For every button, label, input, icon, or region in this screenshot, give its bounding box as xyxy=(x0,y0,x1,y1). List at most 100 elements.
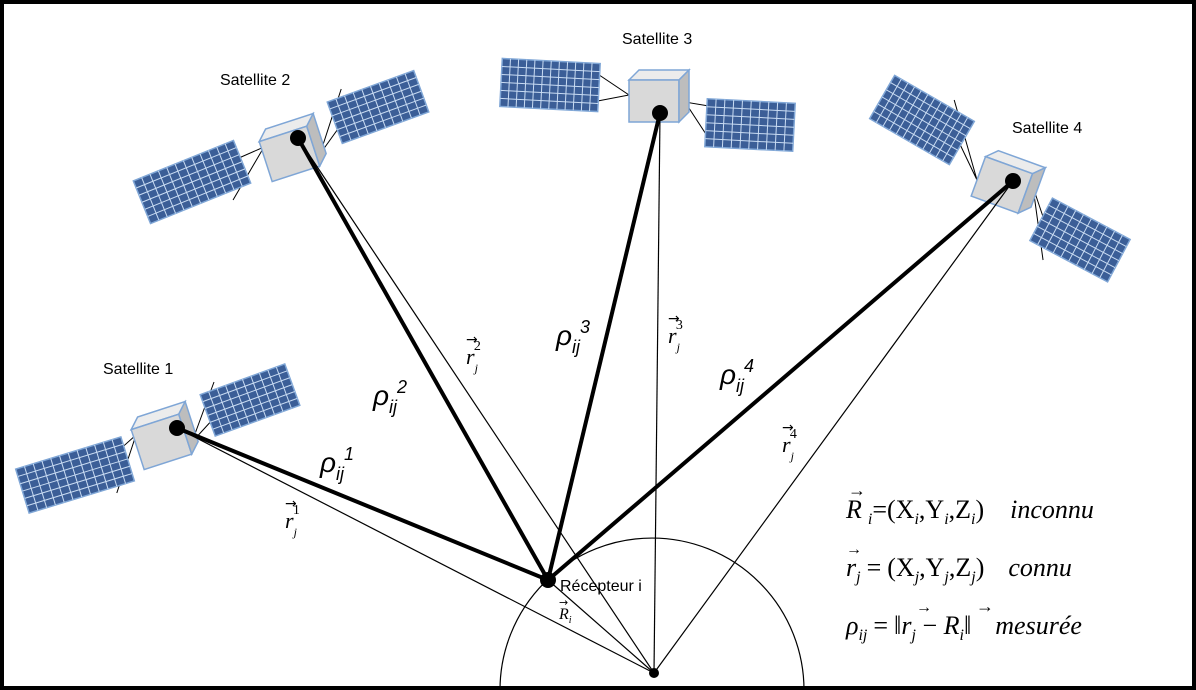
r-subscript: j xyxy=(675,340,681,354)
eq-norm-a: r xyxy=(901,611,912,640)
receiver-vector-subscript: i xyxy=(569,615,572,626)
r-symbol: r xyxy=(466,344,475,369)
panel-grid-line xyxy=(20,451,126,485)
eq-rhs-sub: i xyxy=(914,511,918,528)
r-symbol: r xyxy=(782,432,791,457)
panel-grid-line xyxy=(337,97,424,131)
panel-grid-line xyxy=(705,130,794,136)
r-vector-2-label: → rj2 xyxy=(466,332,481,375)
eq-word: connu xyxy=(1008,553,1072,582)
eq-rhs-part: ,Z xyxy=(949,495,971,524)
r-vector-line-3 xyxy=(653,112,661,674)
satellite-3-dot xyxy=(652,105,668,121)
rho-line-2 xyxy=(296,137,550,581)
receiver-dot xyxy=(540,572,556,588)
eq-rhs-part: (X xyxy=(887,495,915,524)
r-symbol: r xyxy=(285,508,294,533)
eq-lhs-sub: i xyxy=(868,511,872,528)
receiver-vector-line xyxy=(547,579,655,674)
rho-superscript: 1 xyxy=(344,444,354,464)
rho-symbol: ρ xyxy=(372,380,389,411)
eq-rhs-sub: j xyxy=(969,569,976,586)
range-lines xyxy=(169,105,1021,674)
panel-grid-line xyxy=(1033,233,1112,276)
eq-rhs-sub: i xyxy=(944,511,948,528)
r-vector-text: rj1 xyxy=(285,503,300,539)
satellite-2-icon xyxy=(132,69,430,225)
eq-rhs-part: (X xyxy=(887,553,915,582)
eq-rhs-part: ,Y xyxy=(919,553,945,582)
solar-panel-left xyxy=(499,57,601,113)
eq-lhs: ρ xyxy=(845,611,858,640)
panel-grid-line xyxy=(329,77,417,110)
r-superscript: 4 xyxy=(790,427,797,442)
arrow-icon: → xyxy=(848,480,866,500)
eq-norm-b-sub: i xyxy=(960,627,964,644)
rho-subscript: ij xyxy=(572,337,581,357)
arrow-icon: → xyxy=(466,332,478,348)
panel-grid-line xyxy=(1040,218,1120,262)
body-side xyxy=(305,111,327,169)
satellite-4-icon xyxy=(868,74,1132,283)
satellite-1-icon xyxy=(14,362,301,515)
panel-grid-line xyxy=(210,391,295,423)
rho-superscript: 4 xyxy=(744,356,754,376)
rho-1-label: ρij1 xyxy=(319,444,354,484)
satellite-2-label: Satellite 2 xyxy=(220,72,290,89)
rho-line-3 xyxy=(546,112,662,581)
eq-norm-a-sub: j xyxy=(909,627,916,644)
arrow-icon: → xyxy=(782,420,794,436)
panel-grid-line xyxy=(501,65,600,73)
r-superscript: 3 xyxy=(676,318,683,333)
earth-center-dot xyxy=(649,668,659,678)
panel-grid-line xyxy=(136,147,237,189)
eq-rhs-part: ) xyxy=(976,553,985,582)
panel-grid-line xyxy=(706,122,794,128)
r-symbol: r xyxy=(668,323,677,348)
panel-grid-line xyxy=(1037,225,1116,269)
panel-grid-line xyxy=(500,89,599,97)
arrow-icon: → xyxy=(846,541,862,558)
panel-grid-line xyxy=(334,90,422,124)
eq-word: inconnu xyxy=(1010,495,1094,524)
eq-rhs-part: ,Z xyxy=(949,553,971,582)
solar-panel-right xyxy=(704,97,796,153)
panel-grid-line xyxy=(890,82,971,129)
eq-rhs-part: ,Y xyxy=(919,495,945,524)
eq-norm: ‖ xyxy=(964,611,971,640)
satellite-1-label: Satellite 1 xyxy=(103,361,173,378)
arrow-icon: → xyxy=(559,596,568,609)
solar-panel-left xyxy=(132,139,252,225)
solar-panel-right xyxy=(199,362,301,438)
solar-panel-right xyxy=(326,69,430,145)
panel-grid-line xyxy=(138,154,240,196)
panel-grid-line xyxy=(332,83,419,117)
r-subscript: j xyxy=(473,361,479,375)
receiver-vector-text: Ri xyxy=(558,606,572,626)
panel-grid-line xyxy=(873,111,954,158)
panel-grid-line xyxy=(212,397,298,430)
r-subscript: j xyxy=(292,525,298,539)
eq-sign: = xyxy=(867,553,882,582)
eq-norm-b: R xyxy=(943,611,960,640)
rho-2-label: ρij2 xyxy=(372,377,407,417)
eq-rhs-sub: i xyxy=(971,511,975,528)
r-vector-4-label: → rj4 xyxy=(782,420,797,463)
eq-rhs-sub: j xyxy=(913,569,920,586)
rho-superscript: 3 xyxy=(580,317,590,337)
eq-sign: = xyxy=(872,495,887,524)
equation-2-text: rj=(Xj,Yj,Zj)connu xyxy=(846,553,1072,586)
rho-subscript: ij xyxy=(336,464,345,484)
receiver-vector-symbol: R xyxy=(558,606,569,623)
rho-line-4 xyxy=(546,179,1015,582)
eq-lhs-sub: ij xyxy=(858,627,867,644)
arrow-icon: → xyxy=(285,496,297,512)
rho-symbol: ρ xyxy=(319,447,336,478)
panel-grid-line xyxy=(207,384,293,416)
r-vector-line-2 xyxy=(297,137,655,674)
eq-sign: = xyxy=(873,611,888,640)
panel-grid-line xyxy=(705,138,794,144)
panel-grid-line xyxy=(22,458,128,492)
